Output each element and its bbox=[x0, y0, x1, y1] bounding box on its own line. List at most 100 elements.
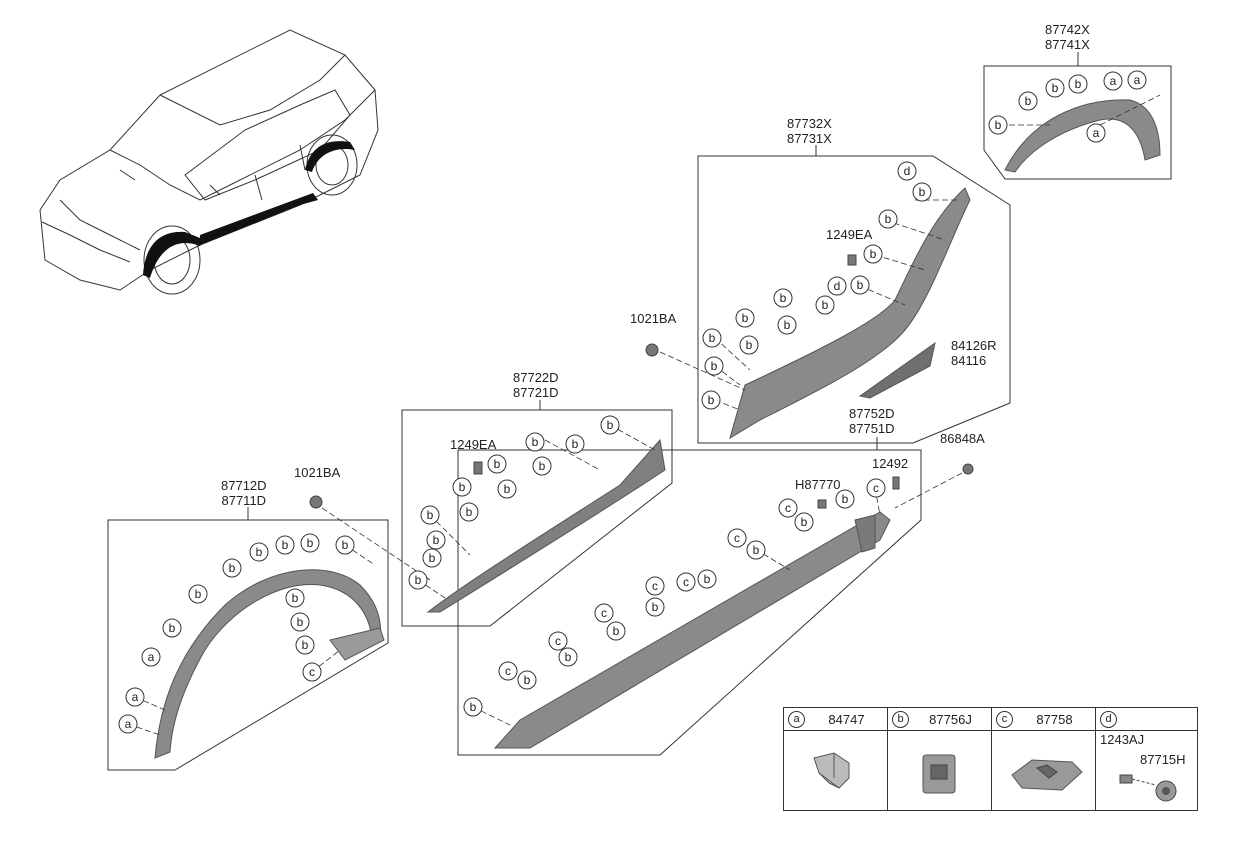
callout-b: b bbox=[420, 505, 440, 525]
callout-b: b bbox=[746, 540, 766, 560]
callout-b: b bbox=[300, 533, 320, 553]
callout-b: b bbox=[459, 502, 479, 522]
svg-text:b: b bbox=[711, 359, 718, 373]
svg-text:b: b bbox=[302, 638, 309, 652]
callout-b: b bbox=[487, 454, 507, 474]
callout-c: c bbox=[866, 478, 886, 498]
svg-text:a: a bbox=[148, 650, 155, 664]
svg-text:b: b bbox=[742, 311, 749, 325]
legend-letter-a: a bbox=[788, 711, 805, 728]
legend-letter-d: d bbox=[1100, 711, 1117, 728]
part-number-87751d: 87751D bbox=[849, 421, 895, 436]
callout-b: b bbox=[249, 542, 269, 562]
svg-text:b: b bbox=[297, 615, 304, 629]
svg-text:c: c bbox=[683, 575, 689, 589]
svg-text:b: b bbox=[195, 587, 202, 601]
callout-c: c bbox=[676, 572, 696, 592]
callout-a: a bbox=[1086, 123, 1106, 143]
callout-a: a bbox=[1127, 70, 1147, 90]
callout-d: d bbox=[897, 161, 917, 181]
label-1249ea-top: 1249EA bbox=[826, 227, 873, 242]
callout-b: b bbox=[275, 535, 295, 555]
svg-text:b: b bbox=[433, 533, 440, 547]
legend-code-87756j: 87756J bbox=[929, 712, 972, 727]
callout-a: a bbox=[141, 647, 161, 667]
callout-b: b bbox=[285, 588, 305, 608]
svg-text:b: b bbox=[784, 318, 791, 332]
box-87752 bbox=[457, 449, 922, 756]
svg-text:b: b bbox=[229, 561, 236, 575]
svg-text:c: c bbox=[555, 634, 561, 648]
svg-text:b: b bbox=[652, 600, 659, 614]
svg-text:a: a bbox=[132, 690, 139, 704]
callout-a: a bbox=[1103, 71, 1123, 91]
svg-text:d: d bbox=[834, 279, 841, 293]
callout-b: b bbox=[335, 535, 355, 555]
svg-text:b: b bbox=[342, 538, 349, 552]
svg-text:b: b bbox=[415, 573, 422, 587]
label-1249ea-mid: 1249EA bbox=[450, 437, 497, 452]
box-87732 bbox=[697, 155, 1011, 444]
callout-b: b bbox=[912, 182, 932, 202]
callout-b: b bbox=[704, 356, 724, 376]
legend-code-87715h: 87715H bbox=[1140, 752, 1186, 767]
callout-b: b bbox=[702, 328, 722, 348]
svg-text:b: b bbox=[885, 212, 892, 226]
callout-b: b bbox=[162, 618, 182, 638]
label-h87770: H87770 bbox=[795, 477, 841, 492]
callout-a: a bbox=[118, 714, 138, 734]
callout-b: b bbox=[697, 569, 717, 589]
legend-code-1243aj: 1243AJ bbox=[1100, 732, 1145, 747]
svg-text:c: c bbox=[505, 664, 511, 678]
svg-text:b: b bbox=[995, 118, 1002, 132]
svg-text:b: b bbox=[565, 650, 572, 664]
callout-b: b bbox=[835, 489, 855, 509]
callout-b: b bbox=[290, 612, 310, 632]
legend-code-87758: 87758 bbox=[1036, 712, 1073, 727]
svg-text:c: c bbox=[734, 531, 740, 545]
part-number-87741x: 87741X bbox=[1045, 37, 1090, 52]
svg-text:b: b bbox=[842, 492, 849, 506]
svg-text:c: c bbox=[309, 665, 315, 679]
rear-door-moulding-part bbox=[729, 187, 971, 440]
part-number-87722d: 87722D bbox=[513, 370, 559, 385]
front-wheel-arch-part bbox=[154, 569, 385, 759]
clip-1021ba-top bbox=[645, 343, 659, 357]
svg-text:b: b bbox=[709, 331, 716, 345]
part-number-87742x: 87742X bbox=[1045, 22, 1090, 37]
part-number-84126r: 84126R bbox=[951, 338, 997, 353]
callout-b: b bbox=[517, 670, 537, 690]
callout-b: b bbox=[815, 295, 835, 315]
svg-text:b: b bbox=[169, 621, 176, 635]
callout-b: b bbox=[739, 335, 759, 355]
svg-text:b: b bbox=[429, 551, 436, 565]
svg-text:b: b bbox=[292, 591, 299, 605]
callout-b: b bbox=[1045, 78, 1065, 98]
svg-text:b: b bbox=[282, 538, 289, 552]
callout-a: a bbox=[125, 687, 145, 707]
svg-text:a: a bbox=[1093, 126, 1100, 140]
callout-b: b bbox=[878, 209, 898, 229]
callout-b: b bbox=[295, 635, 315, 655]
label-1021ba-top: 1021BA bbox=[630, 311, 677, 326]
svg-text:b: b bbox=[466, 505, 473, 519]
svg-text:b: b bbox=[504, 482, 511, 496]
clip-87758-icon bbox=[1011, 759, 1083, 791]
svg-text:b: b bbox=[532, 435, 539, 449]
callout-b: b bbox=[188, 584, 208, 604]
callout-b: b bbox=[426, 530, 446, 550]
callout-b: b bbox=[773, 288, 793, 308]
legend-code-84747: 84747 bbox=[828, 712, 865, 727]
label-86848a: 86848A bbox=[940, 431, 985, 446]
callout-b: b bbox=[600, 415, 620, 435]
callout-b: b bbox=[525, 432, 545, 452]
part-number-87731x: 87731X bbox=[787, 131, 832, 146]
svg-text:b: b bbox=[857, 278, 864, 292]
svg-text:b: b bbox=[1052, 81, 1059, 95]
callout-b: b bbox=[565, 434, 585, 454]
callout-b: b bbox=[222, 558, 242, 578]
